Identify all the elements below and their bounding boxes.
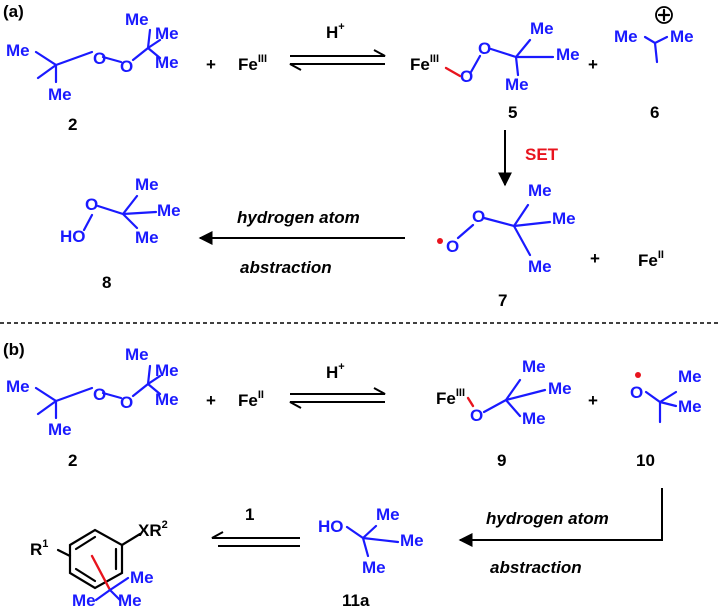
compound-2b-label: 2 [68, 451, 77, 470]
svg-text:Me: Me [125, 345, 149, 364]
compound-7-label: 7 [498, 291, 507, 310]
fe3-reagent: FeIII [238, 53, 267, 74]
svg-text:O: O [460, 67, 473, 86]
compound-7-structure: O O Me Me Me [437, 181, 576, 276]
svg-text:Me: Me [362, 558, 386, 577]
svg-text:Me: Me [157, 201, 181, 220]
compound-2b-structure: Me Me O O Me Me Me [6, 345, 179, 439]
svg-text:O: O [93, 385, 106, 404]
svg-text:Me: Me [670, 27, 694, 46]
svg-text:Me: Me [678, 397, 702, 416]
plus-sign: + [206, 391, 216, 410]
compound-2-label: 2 [68, 115, 77, 134]
svg-text:O: O [446, 237, 459, 256]
svg-text:Me: Me [118, 591, 142, 610]
plus-sign: + [588, 55, 598, 74]
svg-text:Me: Me [48, 420, 72, 439]
compound-10-structure: O Me Me [630, 367, 702, 424]
svg-text:Me: Me [556, 45, 580, 64]
svg-text:Me: Me [528, 181, 552, 200]
svg-text:Me: Me [522, 409, 546, 428]
svg-text:O: O [120, 57, 133, 76]
arrow-to-product [211, 531, 300, 547]
set-label: SET [525, 145, 559, 164]
panel-a-label: (a) [3, 2, 24, 21]
svg-text:Me: Me [614, 27, 638, 46]
plus-sign: + [206, 55, 216, 74]
svg-text:O: O [472, 207, 485, 226]
compound-8-label: 8 [102, 273, 111, 292]
equilibrium-arrow [289, 49, 386, 71]
svg-text:O: O [93, 49, 106, 68]
plus-sign: + [590, 249, 600, 268]
svg-text:O: O [478, 39, 491, 58]
svg-text:Me: Me [155, 390, 179, 409]
svg-text:Me: Me [6, 41, 30, 60]
svg-text:O: O [85, 195, 98, 214]
svg-text:FeIII: FeIII [410, 53, 439, 74]
svg-text:Me: Me [505, 75, 529, 94]
svg-text:Me: Me [376, 505, 400, 524]
compound-10-label: 10 [636, 451, 655, 470]
svg-text:Me: Me [528, 257, 552, 276]
compound-11a-structure: HO Me Me Me [318, 505, 424, 577]
plus-sign: + [588, 391, 598, 410]
svg-text:Me: Me [678, 367, 702, 386]
svg-text:Me: Me [548, 379, 572, 398]
equilibrium-arrow-b [289, 387, 386, 409]
arene-product-structure: R1 XR2 Me Me Me [30, 519, 168, 610]
radical-dot [635, 372, 641, 378]
svg-text:Me: Me [125, 10, 149, 29]
compound-6-structure: Me Me [614, 6, 694, 64]
panel-b-label: (b) [3, 340, 25, 359]
svg-text:HO: HO [60, 227, 86, 246]
hat-label-b2: abstraction [490, 558, 582, 577]
compound-5-label: 5 [508, 103, 517, 122]
compound-8-structure: HO O Me Me Me [60, 175, 181, 247]
svg-text:R1: R1 [30, 538, 48, 559]
hat-label-b1: hydrogen atom [486, 509, 609, 528]
radical-dot [437, 238, 443, 244]
svg-text:Me: Me [155, 361, 179, 380]
svg-text:FeIII: FeIII [436, 387, 465, 408]
acid-catalyst-b: H+ [326, 361, 345, 382]
svg-text:Me: Me [48, 85, 72, 104]
svg-text:Me: Me [552, 209, 576, 228]
svg-text:O: O [120, 393, 133, 412]
hat-label-1: hydrogen atom [237, 208, 360, 227]
compound-5-structure: FeIII O O Me Me Me [410, 19, 580, 94]
svg-text:O: O [470, 406, 483, 425]
compound-6-label: 6 [650, 103, 659, 122]
compound-9-label: 9 [497, 451, 506, 470]
svg-text:Me: Me [135, 175, 159, 194]
svg-text:Me: Me [400, 531, 424, 550]
svg-text:Me: Me [6, 377, 30, 396]
compound-9-structure: FeIII O Me Me Me [436, 357, 572, 428]
svg-text:Me: Me [135, 228, 159, 247]
svg-text:Me: Me [72, 591, 96, 610]
svg-text:Me: Me [530, 19, 554, 38]
compound-2-structure: Me Me O O Me Me Me [6, 10, 179, 104]
compound-11a-label: 11a [342, 591, 370, 610]
hat-arrow-b [458, 488, 663, 547]
reagent-1-label: 1 [245, 505, 254, 524]
hat-label-2: abstraction [240, 258, 332, 277]
svg-text:Me: Me [155, 24, 179, 43]
svg-text:O: O [630, 383, 643, 402]
svg-text:Me: Me [130, 568, 154, 587]
svg-text:XR2: XR2 [138, 519, 168, 540]
svg-text:HO: HO [318, 517, 344, 536]
acid-catalyst: H+ [326, 21, 345, 42]
svg-text:Me: Me [522, 357, 546, 376]
fe2-product: FeII [638, 249, 664, 270]
fe2-reagent: FeII [238, 389, 264, 410]
